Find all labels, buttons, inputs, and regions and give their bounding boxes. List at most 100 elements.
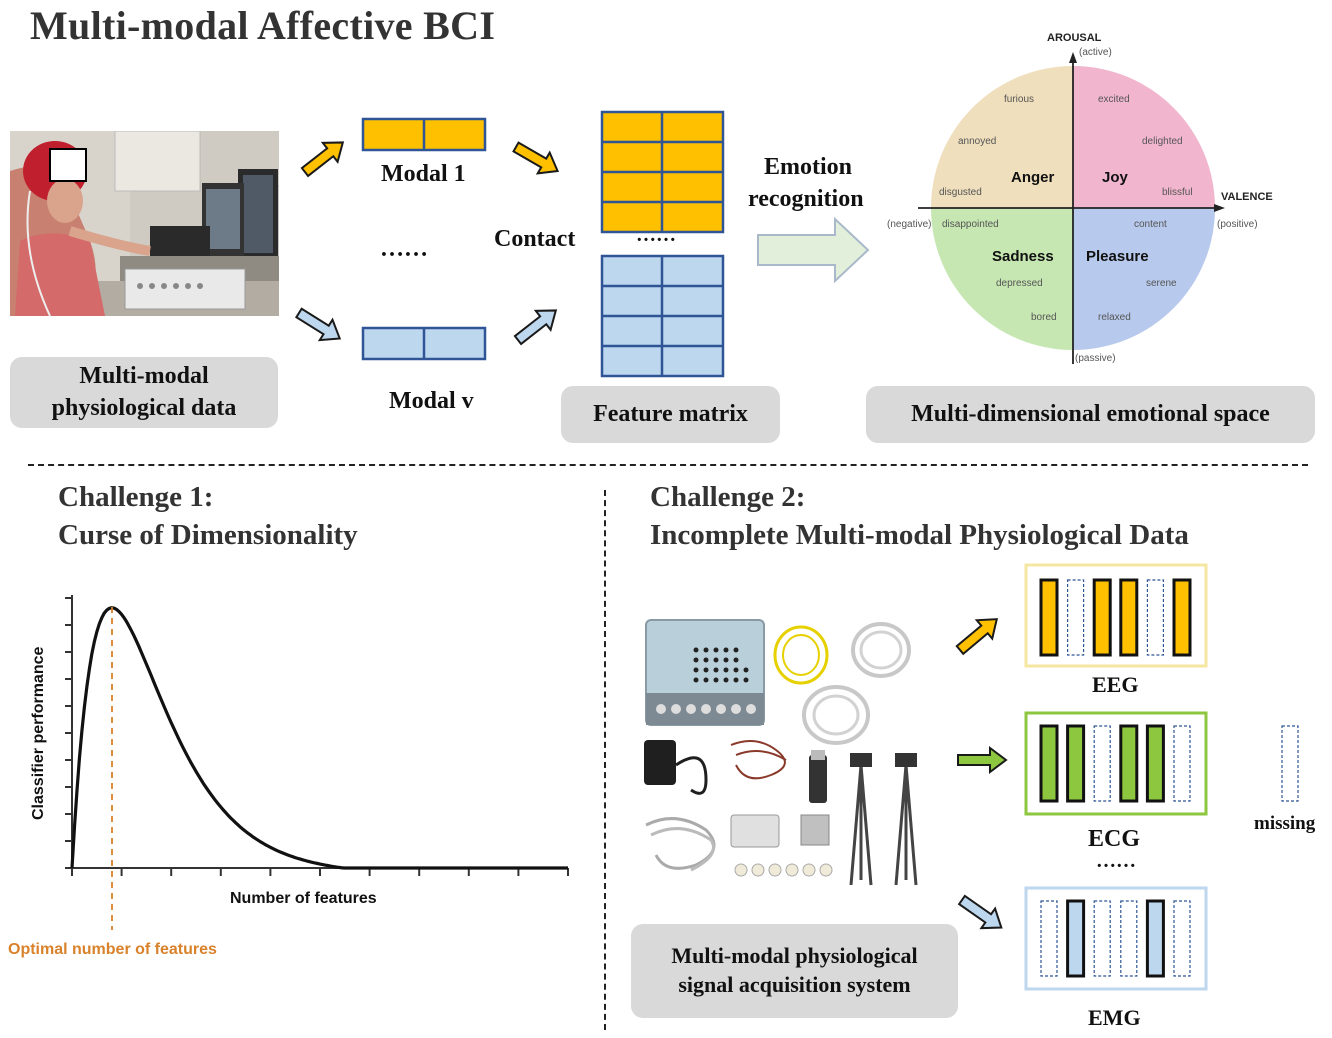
present-slot [1066, 724, 1086, 803]
sensor-box [730, 814, 780, 848]
y-axis-ticks [65, 597, 72, 869]
missing-slot [1066, 579, 1085, 656]
arrow-to-modal-1 [300, 141, 345, 178]
emg-box [1024, 886, 1208, 991]
challenge-1-line1: Challenge 1: [58, 481, 214, 513]
contact-label: Contact [494, 226, 576, 252]
arrow-modal-1-to-matrix [512, 141, 560, 175]
word-delighted: delighted [1142, 136, 1183, 147]
data-label: Multi-modal physiological data [51, 363, 237, 421]
quadrant-anger [931, 66, 1073, 208]
present-slot [1119, 578, 1139, 657]
dimensionality-chart: Classifier performance Number of feature… [8, 595, 569, 958]
missing-slot [1040, 900, 1058, 977]
word-serene: serene [1146, 278, 1177, 289]
modal-1-bar [361, 117, 487, 152]
ecg-slots [1039, 724, 1191, 803]
emotion-recognition-line1: Emotion [764, 154, 853, 180]
tripod-2 [894, 764, 918, 886]
usb-cable-2 [802, 685, 870, 745]
missing-slot [1173, 725, 1191, 802]
word-furious: furious [1004, 94, 1034, 105]
challenge-2-line1: Challenge 2: [650, 481, 806, 513]
acquisition-hardware-image [644, 619, 918, 886]
word-depressed: depressed [996, 278, 1043, 289]
present-slot [1145, 899, 1165, 978]
space-label: Multi-dimensional emotional space [911, 400, 1270, 427]
present-slot [1119, 724, 1139, 803]
present-slot [1145, 724, 1165, 803]
data-label-pill: Multi-modal physiological data [10, 357, 278, 428]
word-disgusted: disgusted [939, 187, 982, 198]
word-blissful: blissful [1162, 187, 1193, 198]
negative-label: (negative) [887, 219, 931, 230]
modal-v-bar [361, 326, 487, 361]
sadness-label: Sadness [992, 248, 1054, 265]
incomplete-modalities-diagram [955, 563, 1299, 991]
ecg-emg-dots: …… [1096, 850, 1136, 872]
missing-slot [1173, 900, 1191, 977]
present-slot [1066, 899, 1086, 978]
joy-label: Joy [1102, 169, 1129, 186]
challenge-1-line2: Curse of Dimensionality [58, 519, 358, 551]
eeg-slots [1039, 578, 1192, 657]
active-label: (active) [1079, 47, 1112, 58]
word-disappointed: disappointed [942, 219, 999, 230]
arrow-modal-v-to-matrix [513, 309, 558, 346]
emg-label: EMG [1088, 1005, 1141, 1030]
yellow-cable [773, 625, 829, 685]
quadrant-pleasure [1073, 208, 1215, 350]
arrow-to-eeg [955, 618, 999, 656]
word-annoyed: annoyed [958, 136, 996, 147]
word-relaxed: relaxed [1098, 312, 1131, 323]
system-label-pill: Multi-modal physiological signal acquisi… [631, 924, 958, 1018]
emg-slots [1040, 899, 1191, 978]
present-slot [1172, 578, 1192, 657]
recognition-arrow [757, 216, 870, 284]
missing-slot [1093, 900, 1111, 977]
anger-label: Anger [1011, 169, 1055, 186]
valence-label: VALENCE [1221, 191, 1273, 203]
chart-y-label: Classifier performance [30, 646, 47, 820]
word-content: content [1134, 219, 1167, 230]
present-slot [1092, 578, 1112, 657]
optimal-label: Optimal number of features [8, 941, 217, 958]
missing-label: missing [1254, 813, 1316, 834]
performance-curve [70, 606, 568, 870]
present-slot [1039, 724, 1059, 803]
feature-dots: …… [636, 224, 676, 246]
electrode-leads [730, 740, 786, 780]
face-mask [49, 148, 87, 182]
arrow-to-emg [957, 894, 1003, 930]
pleasure-label: Pleasure [1086, 248, 1149, 265]
modal-v-label: Modal v [389, 388, 474, 414]
modal-1-label: Modal 1 [381, 161, 466, 187]
passive-label: (passive) [1075, 353, 1116, 364]
page-title: Multi-modal Affective BCI [30, 3, 496, 48]
arrow-to-ecg [957, 746, 1008, 774]
emotion-recognition-line2: recognition [748, 186, 864, 212]
eeg-label: EEG [1092, 672, 1139, 697]
positive-label: (positive) [1217, 219, 1258, 230]
ecg-label: ECG [1088, 826, 1141, 852]
usb-drive [809, 755, 827, 803]
power-adapter [644, 740, 676, 785]
space-label-pill: Multi-dimensional emotional space [866, 386, 1315, 443]
system-label: Multi-modal physiological signal acquisi… [671, 943, 918, 997]
arrow-to-modal-v [294, 307, 342, 342]
feature-label: Feature matrix [593, 400, 748, 427]
quadrant-joy [1073, 66, 1215, 208]
modal-ellipsis: …… [380, 236, 428, 262]
chart-x-label: Number of features [230, 890, 377, 907]
feature-matrix-blue [600, 254, 725, 378]
word-bored: bored [1031, 312, 1057, 323]
missing-legend-slot [1281, 725, 1299, 802]
feature-label-pill: Feature matrix [561, 386, 780, 443]
present-slot [1039, 578, 1059, 657]
feature-matrix-orange [600, 110, 725, 234]
vertical-divider [604, 490, 606, 1030]
horizontal-divider [28, 464, 1308, 466]
missing-slot [1093, 725, 1111, 802]
arousal-label: AROUSAL [1047, 32, 1102, 44]
